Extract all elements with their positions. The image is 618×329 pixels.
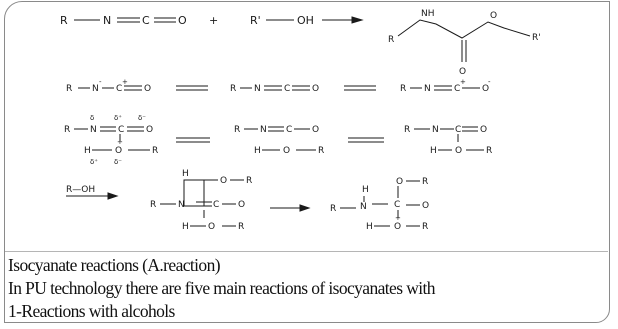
atom-r: R xyxy=(422,222,428,232)
atom-o: O xyxy=(312,125,319,135)
addition-row: R—OH H O R R N C O H O R H O R R N C O +… xyxy=(66,169,429,232)
atom-n: N xyxy=(90,125,97,135)
reagent-label: R—OH xyxy=(66,185,95,195)
caption-subheading: 1-Reactions with alcohols xyxy=(8,301,175,321)
atom-o: O xyxy=(115,146,122,156)
atom-c: C xyxy=(455,125,461,135)
charge-mark: + xyxy=(122,78,128,86)
atom-r: R xyxy=(238,222,244,232)
atom-c: C xyxy=(213,200,219,210)
atom-n: N xyxy=(360,202,367,212)
charge-mark: - xyxy=(488,78,491,86)
atom-r: R xyxy=(60,14,68,27)
atom-n: N xyxy=(254,84,261,94)
plus-sign: + xyxy=(209,14,218,27)
atom-n: N xyxy=(432,125,439,135)
atom-h: H xyxy=(366,222,373,232)
partial-charge: δ⁻ xyxy=(138,114,146,122)
atom-n: N xyxy=(178,200,185,210)
atom-h: H xyxy=(254,146,261,156)
caption-description: In PU technology there are five main rea… xyxy=(8,278,436,298)
caption-divider xyxy=(5,251,608,252)
atom-o: O xyxy=(422,201,429,211)
alcohol-oh: OH xyxy=(297,14,314,27)
product-r-prime: R' xyxy=(532,33,541,43)
atom-o: O xyxy=(482,84,489,94)
polarized-complex-row: δ δ⁺ δ⁻ R N C O + H O R δ⁺ δ⁻ R N C O H … xyxy=(64,114,492,166)
atom-o: O xyxy=(396,177,403,187)
caption-title: Isocyanate reactions (A.reaction) xyxy=(8,255,221,275)
product-r: R xyxy=(388,35,394,45)
atom-c: C xyxy=(454,84,460,94)
product-ester-o: O xyxy=(490,11,497,21)
partial-charge: δ⁺ xyxy=(90,158,98,166)
atom-r: R xyxy=(234,125,240,135)
atom-r: R xyxy=(422,177,428,187)
atom-o: O xyxy=(238,200,245,210)
atom-r: R xyxy=(400,84,406,94)
partial-charge: δ xyxy=(90,114,94,122)
atom-r: R xyxy=(330,204,336,214)
atom-r: R xyxy=(150,200,156,210)
product-carbonyl-o: O xyxy=(459,67,466,77)
partial-charge: δ⁻ xyxy=(114,158,122,166)
product-nh: NH xyxy=(421,9,435,19)
plus-mark: + xyxy=(395,214,401,222)
atom-o: O xyxy=(144,84,151,94)
atom-h: H xyxy=(362,185,369,195)
atom-n: N xyxy=(92,84,99,94)
atom-o: O xyxy=(480,125,487,135)
atom-r: R xyxy=(246,176,252,186)
atom-r: R xyxy=(404,125,410,135)
atom-o: O xyxy=(455,146,462,156)
atom-h: H xyxy=(182,222,189,232)
atom-n: N xyxy=(424,84,431,94)
atom-r: R xyxy=(66,84,72,94)
atom-c: C xyxy=(118,125,124,135)
atom-o: O xyxy=(208,222,215,232)
plus-mark: + xyxy=(117,138,123,146)
atom-c: C xyxy=(116,84,122,94)
atom-r: R xyxy=(230,84,236,94)
atom-r: R xyxy=(318,146,324,156)
caption: Isocyanate reactions (A.reaction) In PU … xyxy=(8,254,614,323)
atom-c: C xyxy=(284,84,290,94)
charge-mark: - xyxy=(99,78,102,86)
atom-o: O xyxy=(283,146,290,156)
atom-c: C xyxy=(394,200,400,210)
figure-frame xyxy=(4,1,610,323)
atom-o: O xyxy=(312,84,319,94)
resonance-row: R N C O - + R N C O R N C O + - xyxy=(66,78,491,94)
atom-o: O xyxy=(220,176,227,186)
atom-o: O xyxy=(394,222,401,232)
atom-o: O xyxy=(178,14,187,27)
atom-r: R xyxy=(152,146,158,156)
reaction-scheme: R N C O + R' OH R NH O O R' R N C O - + … xyxy=(60,9,541,232)
atom-n: N xyxy=(103,14,111,27)
atom-o: O xyxy=(146,125,153,135)
atom-h: H xyxy=(182,169,189,179)
atom-r: R xyxy=(64,125,70,135)
atom-h: H xyxy=(84,146,91,156)
alcohol-r: R' xyxy=(250,14,261,27)
atom-c: C xyxy=(142,14,150,27)
atom-c: C xyxy=(286,125,292,135)
charge-mark: + xyxy=(460,78,466,86)
atom-r: R xyxy=(486,146,492,156)
atom-h: H xyxy=(430,146,437,156)
partial-charge: δ⁺ xyxy=(114,114,122,122)
atom-n: N xyxy=(260,125,267,135)
